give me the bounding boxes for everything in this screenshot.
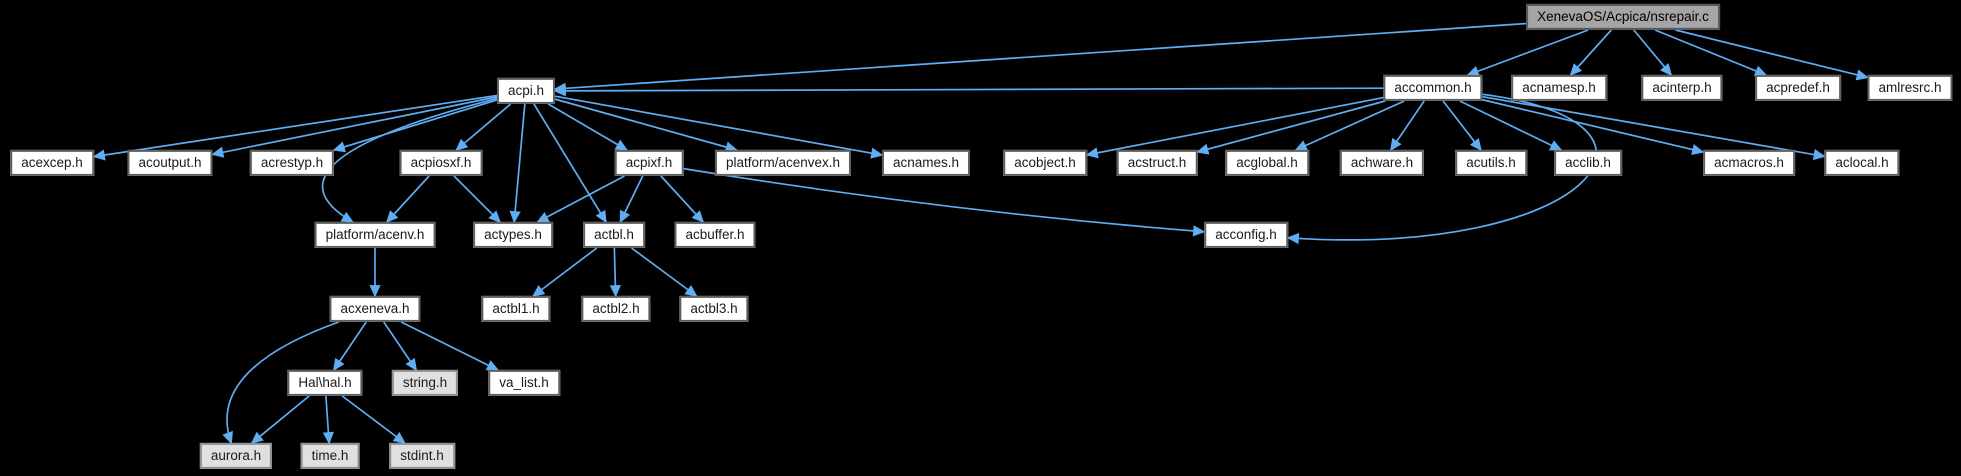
node-accommon[interactable]: accommon.h: [1383, 74, 1483, 102]
node-acstruct[interactable]: acstruct.h: [1116, 149, 1198, 177]
edge-nsrepair-to-acpi: [553, 22, 1527, 94]
node-nsrepair: XenevaOS/Acpica/nsrepair.c: [1526, 3, 1720, 31]
node-acobject[interactable]: acobject.h: [1003, 149, 1087, 177]
node-acexcep[interactable]: acexcep.h: [10, 149, 94, 177]
edge-nsrepair-to-amlresrc: [1675, 29, 1869, 81]
node-stdint: stdint.h: [389, 442, 455, 470]
edge-acpi-to-acrestyp: [332, 99, 498, 153]
edge-accommon-to-acstruct: [1196, 100, 1386, 155]
node-amlresrc[interactable]: amlresrc.h: [1867, 74, 1953, 102]
edge-acpixf-to-actypes: [536, 175, 625, 223]
node-aurora: aurora.h: [199, 442, 273, 470]
node-halhal[interactable]: Hal\hal.h: [287, 369, 363, 397]
edge-acpi-to-acnames: [554, 95, 884, 159]
node-string: string.h: [391, 369, 459, 397]
edge-acpi-to-actypes: [509, 103, 526, 224]
edge-acpi-to-acexcep: [92, 94, 498, 161]
edge-acpi-to-acpixf: [547, 103, 629, 151]
edge-acxeneva-to-halhal: [332, 321, 367, 372]
edge-accommon-to-acmacros: [1482, 98, 1705, 156]
node-acconfig[interactable]: acconfig.h: [1204, 221, 1288, 249]
edge-accommon-to-aclocal: [1482, 95, 1826, 161]
node-acrestyp[interactable]: acrestyp.h: [249, 149, 335, 177]
edge-acpixf-to-acconfig: [683, 167, 1206, 237]
edge-acpi-to-acenv: [321, 97, 498, 223]
node-acpiosxf[interactable]: acpiosxf.h: [399, 149, 483, 177]
edge-accommon-to-acobject: [1085, 96, 1384, 159]
edge-nsrepair-to-acpredef: [1654, 29, 1768, 77]
edge-acpi-to-acoutput: [211, 96, 498, 158]
edge-accommon-to-acconfig: [1286, 93, 1598, 245]
edge-actbl-to-actbl3: [631, 247, 698, 297]
node-acxeneva[interactable]: acxeneva.h: [329, 295, 421, 323]
node-acpredef[interactable]: acpredef.h: [1755, 74, 1841, 102]
node-valist[interactable]: va_list.h: [488, 369, 560, 397]
edge-acpiosxf-to-acenv: [385, 175, 430, 224]
edge-halhal-to-time: [322, 395, 334, 445]
node-acpixf[interactable]: acpixf.h: [614, 149, 684, 177]
edge-nsrepair-to-acinterp: [1633, 29, 1673, 77]
edge-accommon-to-achware: [1390, 100, 1425, 152]
node-actypes[interactable]: actypes.h: [473, 221, 553, 249]
edge-halhal-to-aurora: [250, 395, 310, 444]
edge-acpi-to-acenvex: [554, 98, 738, 153]
node-actbl1[interactable]: actbl1.h: [481, 295, 551, 323]
edge-actbl-to-actbl2: [609, 247, 621, 298]
node-actbl3[interactable]: actbl3.h: [679, 295, 749, 323]
node-time: time.h: [300, 442, 360, 470]
node-acenvex[interactable]: platform/acenvex.h: [714, 149, 852, 177]
edge-acpixf-to-acbuffer: [660, 175, 705, 224]
edge-accommon-to-acpi: [553, 85, 1384, 97]
node-acoutput[interactable]: acoutput.h: [127, 149, 213, 177]
node-actbl2[interactable]: actbl2.h: [581, 295, 651, 323]
node-acmacros[interactable]: acmacros.h: [1703, 149, 1795, 177]
edge-actbl-to-actbl1: [532, 247, 598, 297]
edge-acxeneva-to-valist: [400, 321, 500, 371]
node-acinterp[interactable]: acinterp.h: [1641, 74, 1723, 102]
node-acnamesp[interactable]: acnamesp.h: [1511, 74, 1607, 102]
edge-acpi-to-acpiosxf: [455, 103, 512, 151]
edge-accommon-to-acutils: [1442, 100, 1482, 152]
node-achware[interactable]: achware.h: [1339, 149, 1425, 177]
edge-halhal-to-stdint: [341, 395, 406, 444]
node-aclocal[interactable]: aclocal.h: [1824, 149, 1900, 177]
edge-acpixf-to-actbl: [619, 175, 644, 224]
edge-acxeneva-to-aurora: [222, 321, 340, 445]
edge-acxeneva-to-string: [383, 321, 418, 372]
node-actbl[interactable]: actbl.h: [583, 221, 645, 249]
edge-nsrepair-to-acnamesp: [1569, 29, 1612, 77]
edge-nsrepair-to-accommon: [1466, 29, 1589, 77]
edge-acpiosxf-to-actypes: [453, 175, 501, 223]
node-acpi[interactable]: acpi.h: [496, 77, 556, 105]
edge-layer: [92, 22, 1869, 445]
node-acnames[interactable]: acnames.h: [881, 149, 971, 177]
edge-accommon-to-acclib: [1459, 100, 1563, 151]
node-acclib[interactable]: acclib.h: [1554, 149, 1622, 177]
node-acbuffer[interactable]: acbuffer.h: [674, 221, 756, 249]
node-acglobal[interactable]: acglobal.h: [1225, 149, 1309, 177]
node-acutils[interactable]: acutils.h: [1455, 149, 1527, 177]
edge-accommon-to-acglobal: [1294, 100, 1405, 151]
edge-acpi-to-actbl: [533, 103, 607, 224]
node-acenv[interactable]: platform/acenv.h: [314, 221, 436, 249]
